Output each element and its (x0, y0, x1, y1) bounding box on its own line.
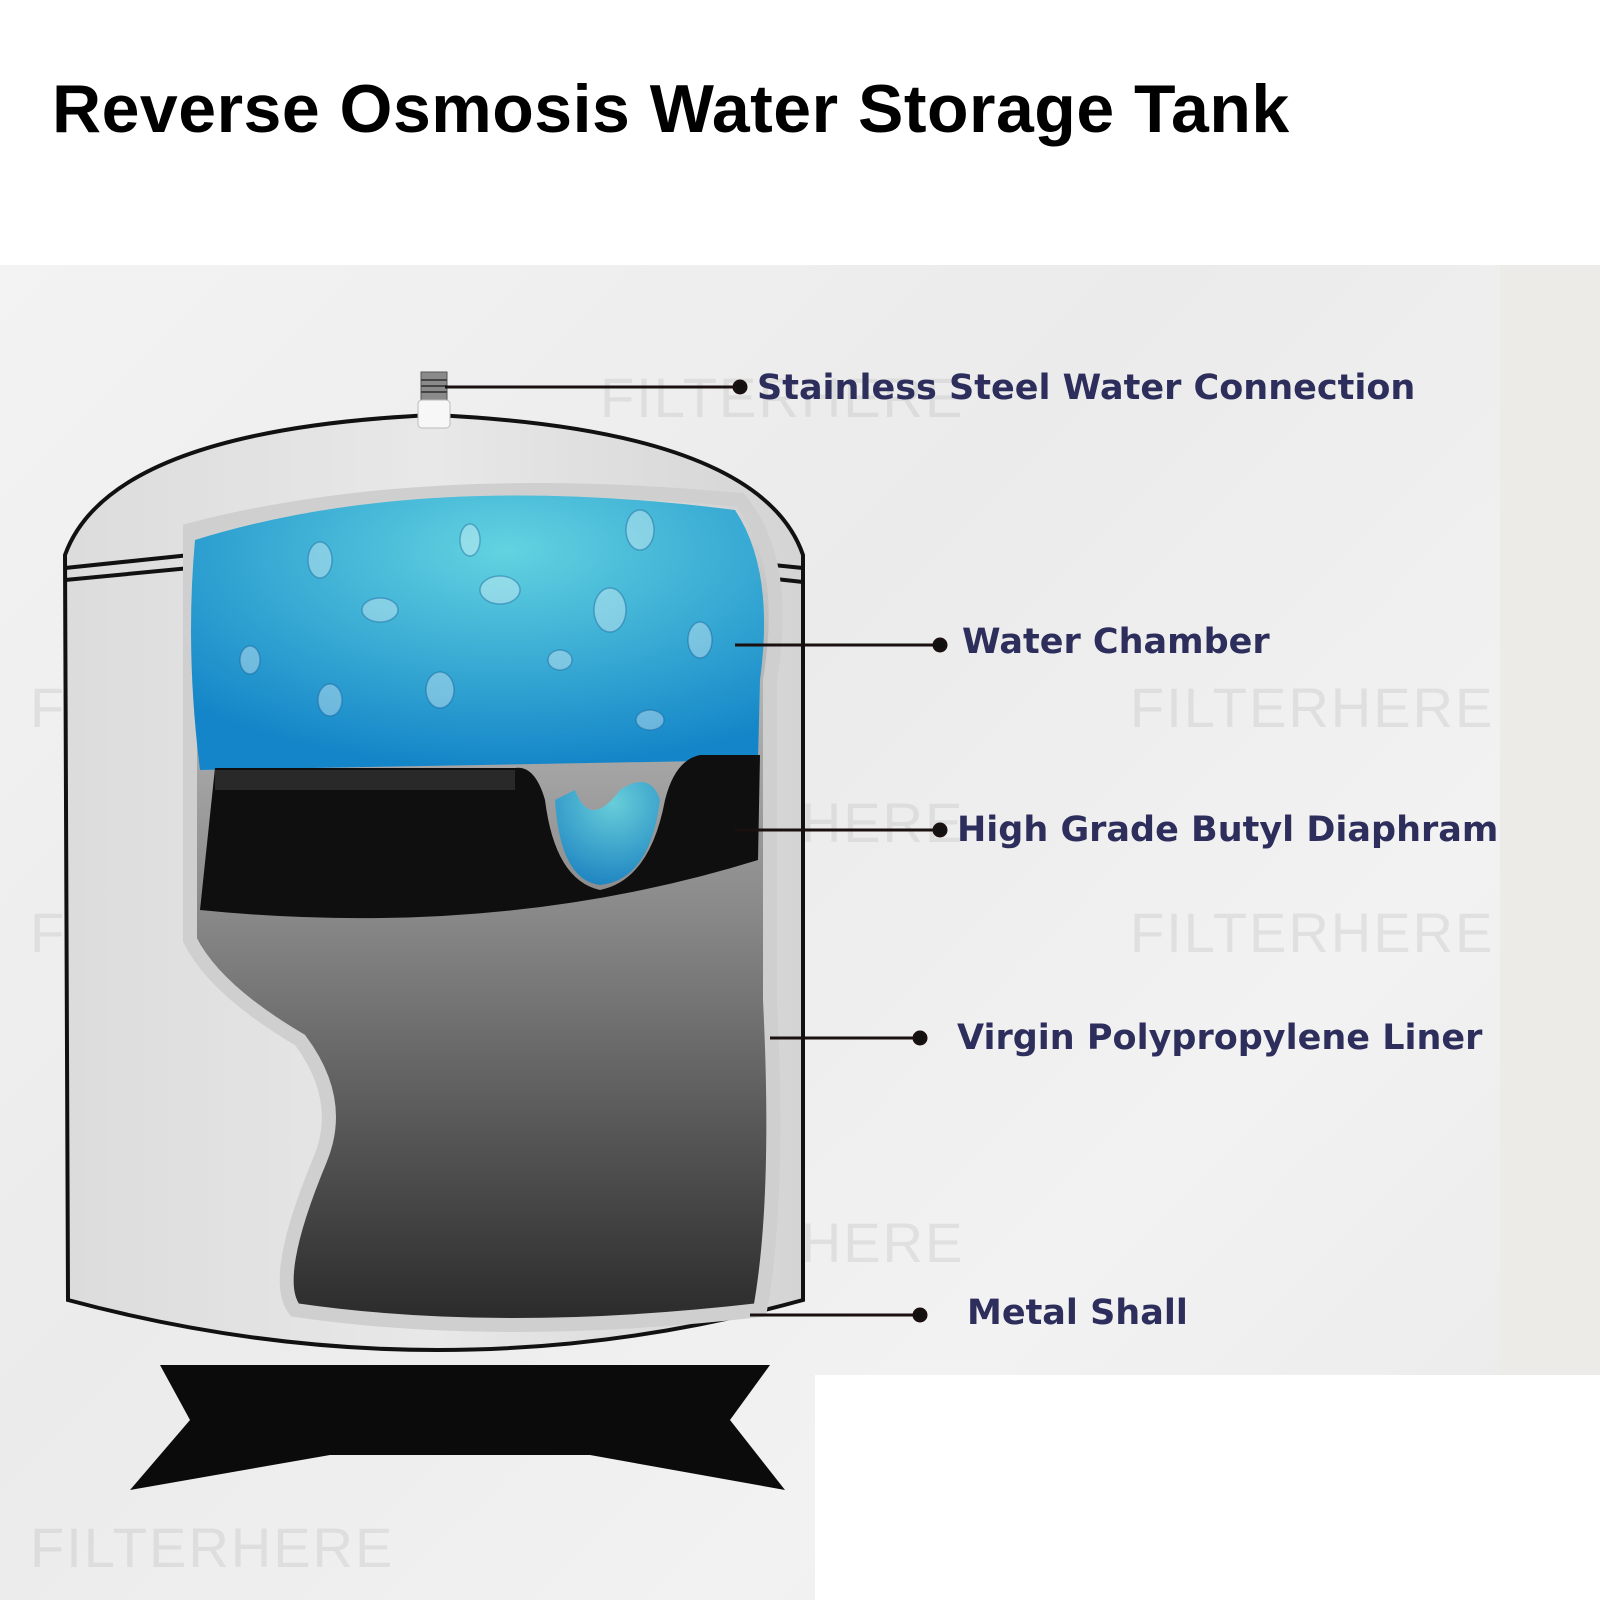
right-strip (1500, 265, 1600, 1375)
watermark: FILTERHERE (1130, 676, 1495, 739)
label-metal-shell: Metal Shall (967, 1293, 1188, 1333)
label-polypropylene-liner: Virgin Polypropylene Liner (957, 1018, 1483, 1058)
water-connection-icon (417, 371, 451, 429)
water-chamber (191, 495, 765, 770)
watermark: FILTERHERE (30, 1516, 395, 1579)
label-butyl-diaphragm: High Grade Butyl Diaphram (957, 810, 1499, 850)
watermark: FILTERHERE (600, 366, 965, 429)
label-water-chamber: Water Chamber (962, 622, 1270, 662)
butyl-diaphragm (200, 755, 760, 919)
white-corner (815, 1375, 1600, 1600)
label-water-connection: Stainless Steel Water Connection (757, 368, 1416, 408)
watermark: FILTERHERE (1130, 901, 1495, 964)
diagram-title: Reverse Osmosis Water Storage Tank (52, 71, 1290, 147)
tank-base (130, 1365, 785, 1490)
